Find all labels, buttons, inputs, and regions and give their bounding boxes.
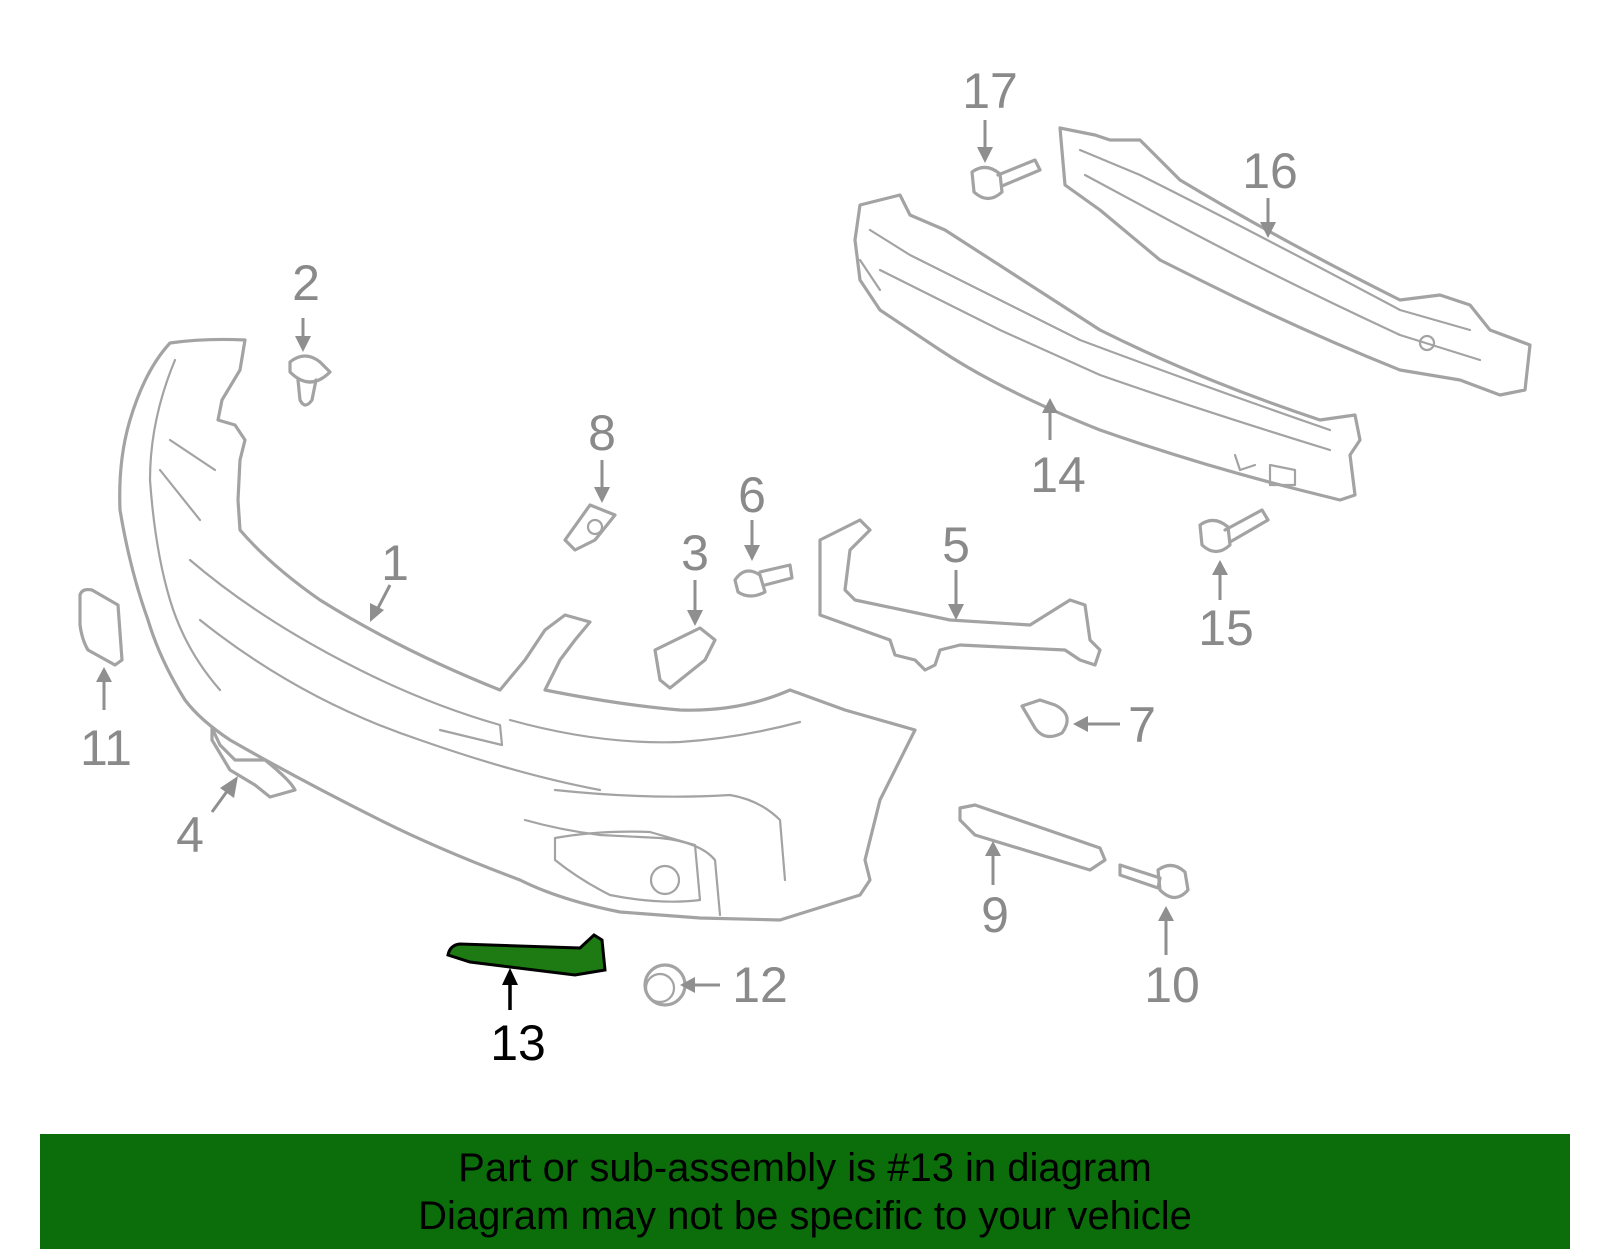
callout-6: 6	[738, 467, 766, 523]
cover-part-11	[78, 587, 124, 667]
callout-10: 10	[1144, 957, 1200, 1013]
bracket-strip-part-9	[958, 803, 1107, 872]
info-banner: Part or sub-assembly is #13 in diagram D…	[40, 1134, 1570, 1249]
reinforcement-beam-part-14	[853, 193, 1362, 502]
bolt-part-17	[970, 158, 1042, 201]
clip-part-7	[1020, 698, 1069, 739]
callout-16: 16	[1242, 143, 1298, 199]
grommet-part-12	[643, 963, 687, 1007]
callout-8: 8	[588, 405, 616, 461]
callout-arrows	[96, 120, 1276, 1010]
retainer-part-8	[563, 503, 617, 552]
lower-bracket-part	[210, 726, 297, 799]
absorber-part-16	[1058, 126, 1532, 397]
bumper-cover-part	[118, 337, 917, 922]
bolt-part-10	[1118, 863, 1190, 900]
callout-4: 4	[176, 807, 204, 863]
highlighted-part-13[interactable]	[446, 933, 607, 977]
callout-7: 7	[1128, 697, 1156, 753]
callout-17: 17	[962, 63, 1018, 119]
bumper-bracket-part	[818, 518, 1102, 672]
small-bracket-part	[653, 626, 717, 690]
callout-1: 1	[381, 535, 409, 591]
callout-9: 9	[981, 887, 1009, 943]
callout-13: 13	[490, 1015, 546, 1071]
callout-5: 5	[942, 517, 970, 573]
callout-12: 12	[732, 957, 788, 1013]
push-clip-part	[288, 354, 332, 407]
callout-2: 2	[292, 255, 320, 311]
callout-14: 14	[1030, 447, 1086, 503]
callout-11: 11	[80, 720, 132, 776]
banner-line-2: Diagram may not be specific to your vehi…	[418, 1194, 1192, 1238]
callout-15: 15	[1198, 600, 1254, 656]
banner-line-1: Part or sub-assembly is #13 in diagram	[458, 1146, 1152, 1190]
callout-numbers: 1 2 3 4 5 6 7 8 9 10 11 12 13 14 15 16 1…	[80, 63, 1298, 1071]
bolt-part-6	[733, 563, 794, 598]
callout-3: 3	[681, 525, 709, 581]
bolt-part-15	[1198, 508, 1270, 554]
